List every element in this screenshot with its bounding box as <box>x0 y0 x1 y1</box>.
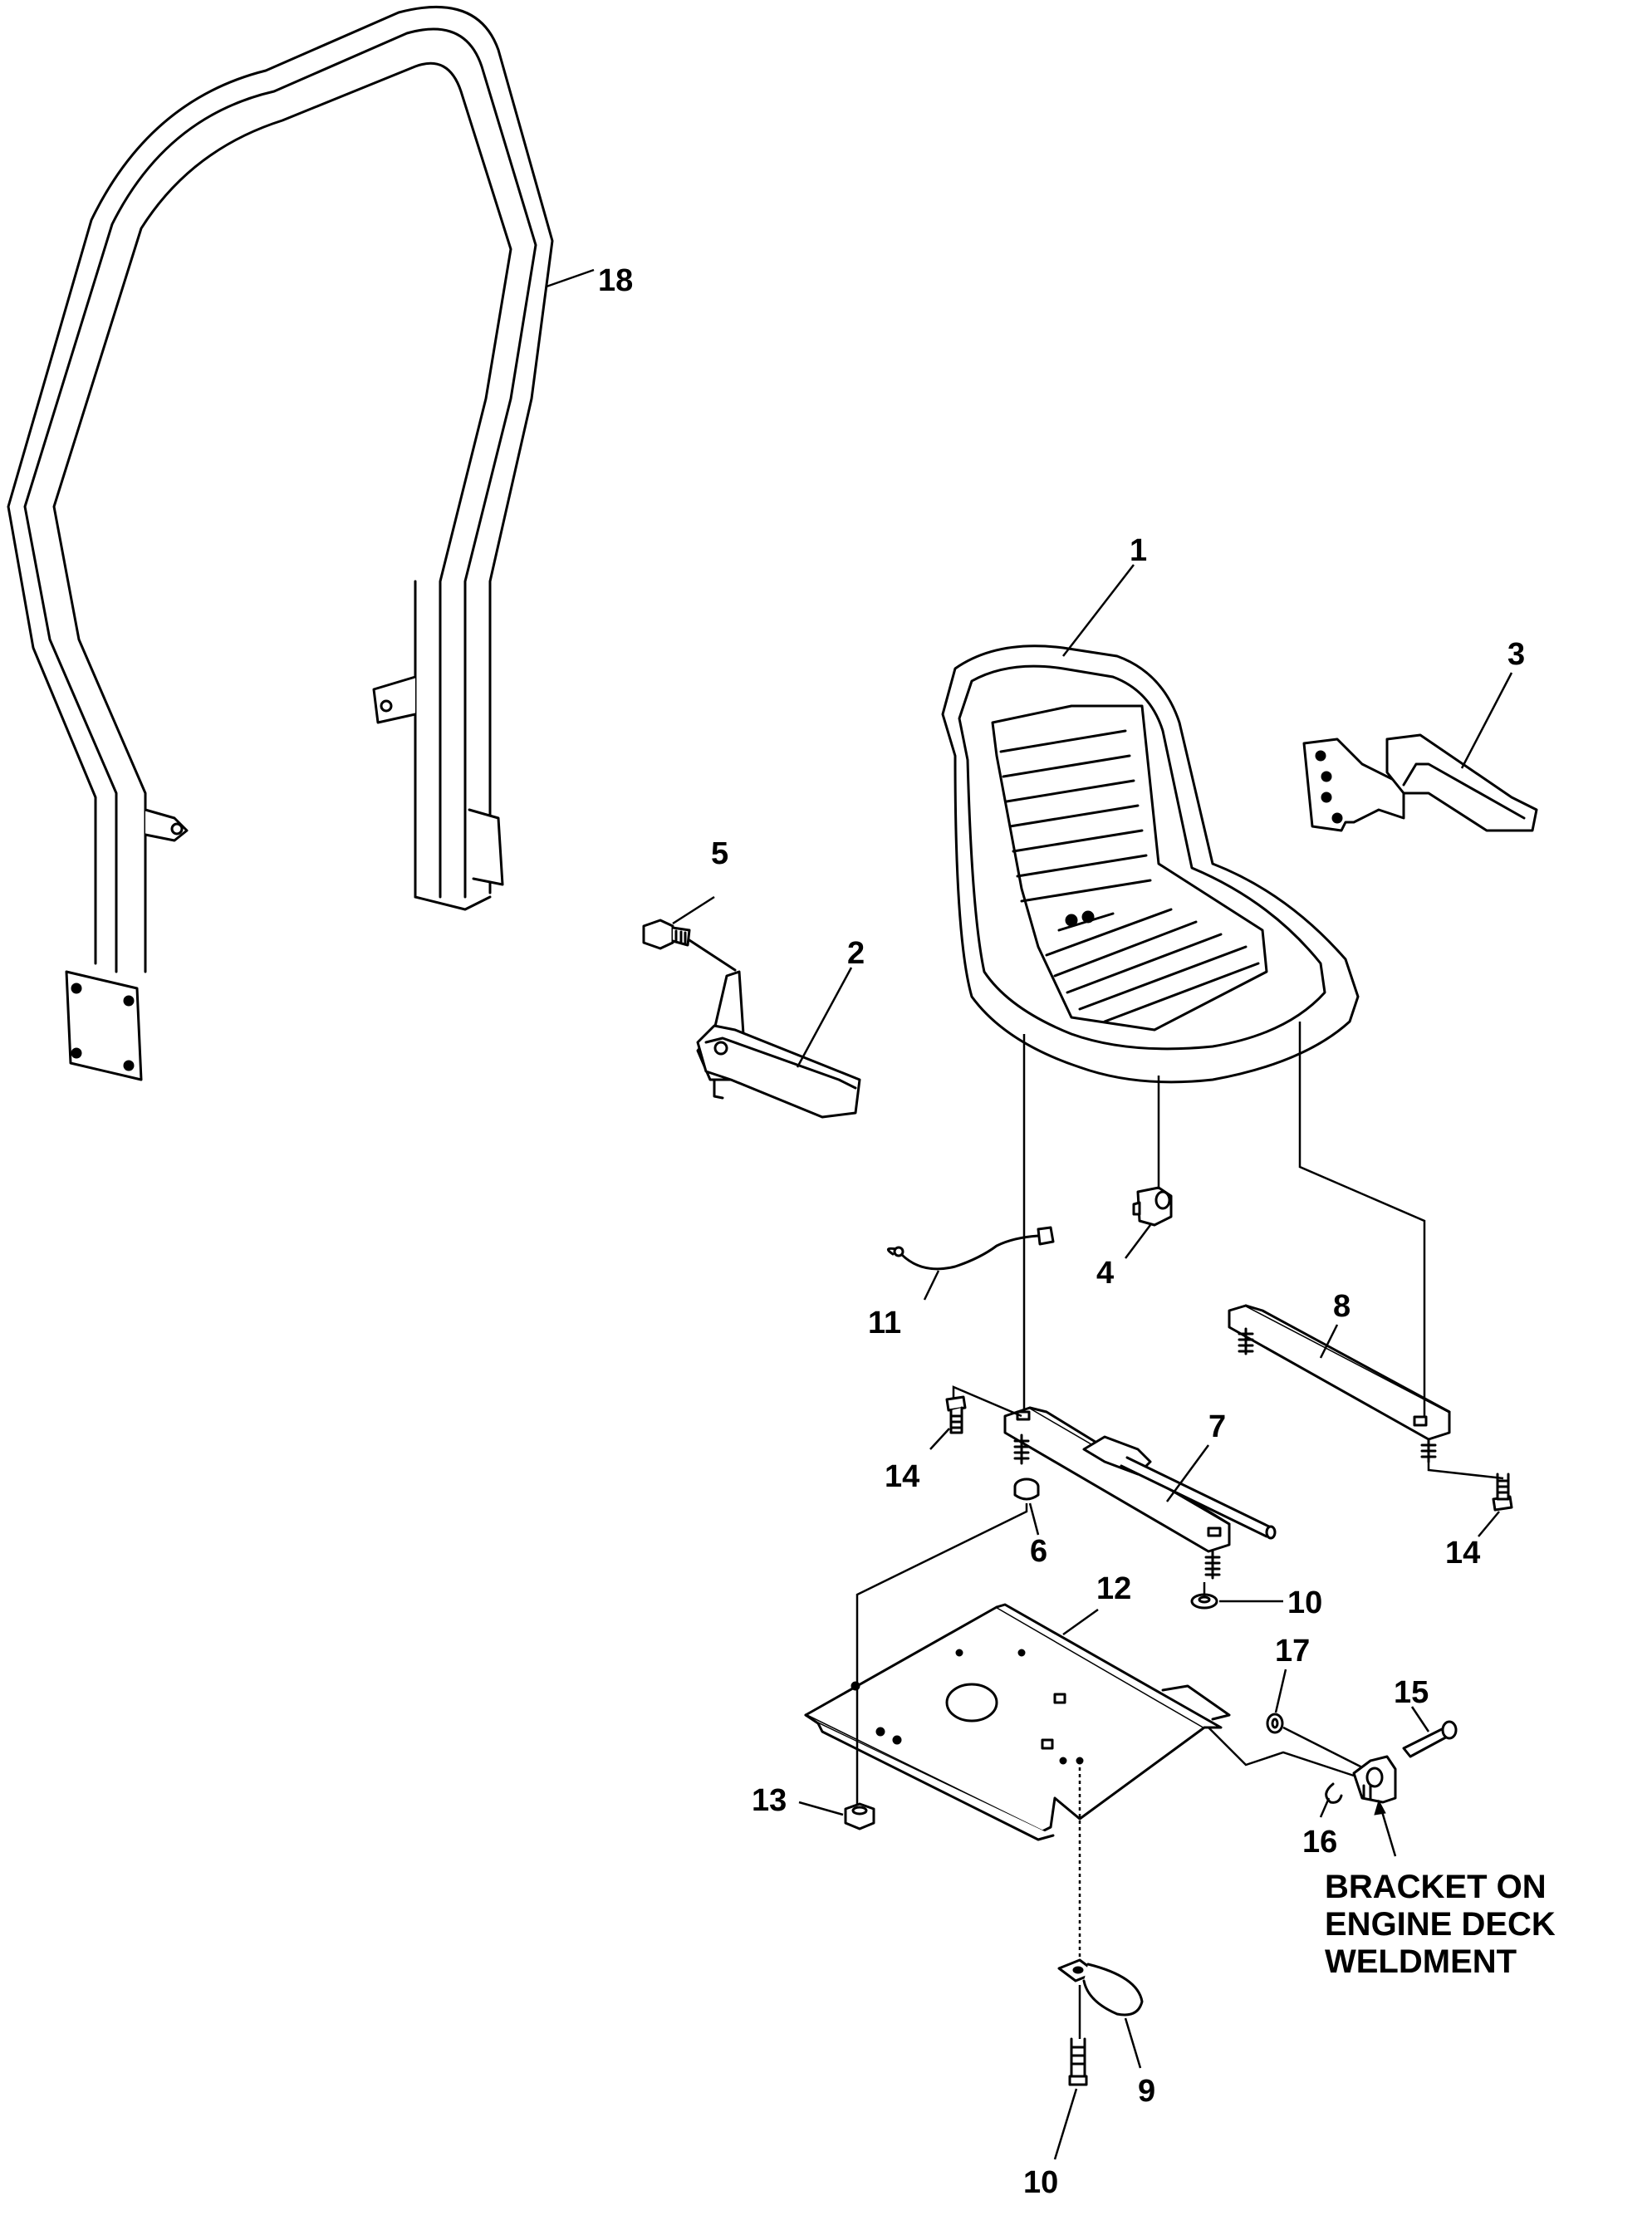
nut-part-13 <box>844 1802 875 1830</box>
clip-part-16 <box>1325 1782 1343 1804</box>
bolt-part-14-right <box>1492 1473 1513 1512</box>
callout-2: 2 <box>847 936 865 971</box>
wire-harness <box>886 1226 1055 1271</box>
washer-part-10-upper <box>1190 1593 1218 1610</box>
clamp-part-9 <box>1057 1958 1144 2017</box>
callout-14-left: 14 <box>885 1459 919 1494</box>
seat-switch <box>1132 1186 1173 1227</box>
engine-deck-bracket <box>1352 1755 1397 1804</box>
callout-labels: 1 2 3 4 5 6 7 8 9 10 10 11 12 13 14 14 1… <box>598 263 1525 2200</box>
callout-6: 6 <box>1030 1534 1047 1569</box>
callout-11: 11 <box>868 1306 901 1340</box>
bracket-note-line-3: WELDMENT <box>1325 1943 1517 1980</box>
callout-13: 13 <box>752 1783 787 1818</box>
callout-16: 16 <box>1302 1825 1337 1860</box>
seat <box>941 644 1360 1084</box>
callout-5: 5 <box>711 836 728 871</box>
seat-mounting-plate <box>804 1603 1231 1841</box>
bracket-note-line-2: ENGINE DECK <box>1325 1906 1556 1943</box>
callout-10-upper: 10 <box>1287 1585 1322 1620</box>
washer-part-17 <box>1266 1713 1284 1734</box>
callout-8: 8 <box>1333 1289 1351 1324</box>
roll-bar <box>7 6 554 1081</box>
callout-9: 9 <box>1138 2074 1155 2109</box>
right-seat-slide <box>1228 1304 1451 1463</box>
callout-7: 7 <box>1208 1409 1226 1444</box>
leader-lines <box>546 268 1513 2160</box>
callout-15: 15 <box>1394 1675 1429 1710</box>
nut-part-6 <box>1013 1478 1040 1501</box>
screw-part-10-lower <box>1068 2037 1088 2086</box>
callout-14-right: 14 <box>1445 1536 1480 1571</box>
bolt-part-5 <box>642 919 737 972</box>
bracket-note: BRACKET ON ENGINE DECK WELDMENT <box>1325 1869 1556 1980</box>
left-armrest <box>696 970 861 1119</box>
bracket-note-line-1: BRACKET ON <box>1325 1869 1547 1905</box>
callout-17: 17 <box>1275 1634 1310 1669</box>
callout-1: 1 <box>1130 533 1147 568</box>
right-armrest <box>1302 733 1538 832</box>
assembly-lines <box>855 1022 1504 2039</box>
callout-12: 12 <box>1096 1571 1131 1606</box>
callout-3: 3 <box>1507 637 1525 672</box>
callout-18: 18 <box>598 263 633 298</box>
left-seat-slide <box>1003 1406 1277 1580</box>
pin-part-15 <box>1402 1720 1458 1758</box>
callout-10-lower: 10 <box>1023 2165 1058 2200</box>
callout-4: 4 <box>1096 1256 1114 1291</box>
bolt-part-14-left <box>945 1395 967 1434</box>
